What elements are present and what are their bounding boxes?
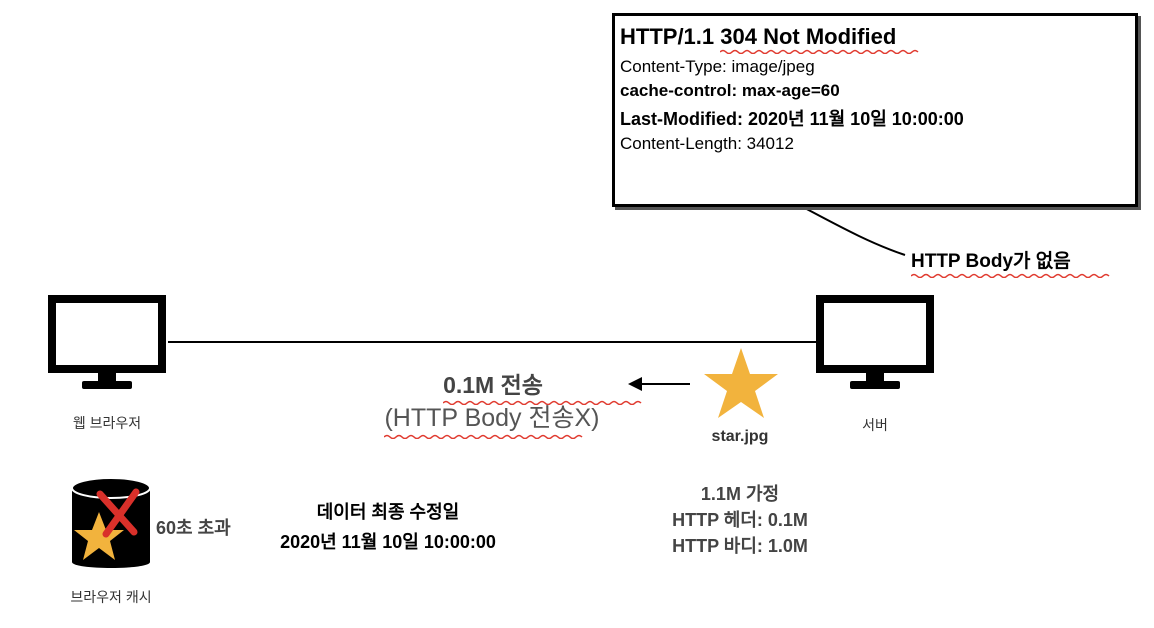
response-box	[612, 13, 1138, 207]
body-note: HTTP Body가 없음	[911, 246, 1110, 278]
cache-label: 브라우저 캐시	[70, 589, 152, 605]
transfer-title: 0.1M 전송	[370, 366, 642, 405]
server-monitor-icon	[816, 295, 934, 389]
cached-star-icon	[74, 512, 124, 560]
database-icon	[71, 477, 151, 568]
status-underline	[720, 49, 919, 54]
last-modified-title: 데이터 최종 수정일	[316, 502, 460, 522]
size-line-total: 1.1M 가정	[700, 484, 780, 504]
last-modified-value: 2020년 11월 10일 10:00:00	[280, 532, 496, 552]
status-code: 304 Not Modified	[720, 24, 919, 54]
body-note-text: HTTP Body가 없음	[911, 251, 1071, 272]
star-icon	[704, 348, 778, 418]
transfer-subtitle-underline	[384, 434, 584, 439]
server-label: 서버	[862, 417, 888, 433]
body-note-underline	[911, 273, 1110, 278]
browser-monitor-icon	[48, 295, 166, 389]
last-modified-block: 데이터 최종 수정일 2020년 11월 10일 10:00:00	[250, 497, 526, 557]
browser-label: 웹 브라우저	[72, 415, 142, 431]
cache-expired-text: 60초 초과	[156, 518, 231, 538]
size-line-header: HTTP 헤더: 0.1M	[672, 510, 808, 530]
header-content-length: Content-Length: 34012	[620, 134, 794, 153]
transfer-arrow-head	[628, 377, 642, 391]
transfer-subtitle: (HTTP Body 전송X)	[366, 398, 618, 439]
star-file-name: star.jpg	[711, 428, 769, 445]
status-prefix: HTTP/1.1	[620, 24, 721, 49]
cross-icon	[96, 488, 140, 538]
header-cache-control: cache-control: max-age=60	[620, 81, 840, 100]
transfer-subtitle-text: (HTTP Body 전송X)	[384, 404, 600, 432]
response-status-line: HTTP/1.1 304 Not Modified	[620, 24, 919, 54]
header-content-type: Content-Type: image/jpeg	[620, 57, 815, 76]
transfer-title-underline	[443, 400, 642, 405]
size-line-body: HTTP 바디: 1.0M	[672, 536, 808, 556]
transfer-title-text: 0.1M 전송	[443, 372, 543, 398]
size-info: 1.1M 가정 HTTP 헤더: 0.1M HTTP 바디: 1.0M	[630, 481, 850, 559]
header-last-modified: Last-Modified: 2020년 11월 10일 10:00:00	[620, 109, 964, 129]
